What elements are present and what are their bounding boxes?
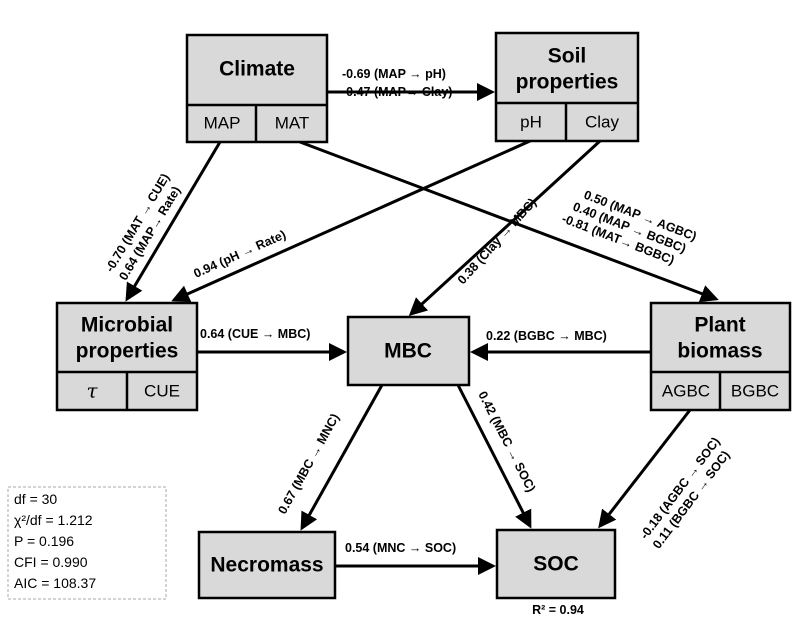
arrow-mbc-necromass bbox=[300, 384, 384, 531]
cell-cue: CUE bbox=[144, 381, 180, 400]
node-title: Climate bbox=[219, 58, 295, 81]
cell-tau: τ bbox=[86, 379, 98, 403]
node-title: Necromass bbox=[210, 554, 323, 577]
node-soil: Soil properties pH Clay bbox=[494, 31, 640, 143]
path-label: 0.64 (CUE → MBC) bbox=[200, 327, 310, 341]
node-soc: SOC R² = 0.94 bbox=[495, 528, 617, 617]
path-label: -0.69 (MAP → pH) bbox=[342, 67, 446, 81]
cell-clay: Clay bbox=[585, 112, 620, 131]
stat-chi2df: χ²/df = 1.212 bbox=[14, 512, 93, 528]
arrow-plant-soc bbox=[598, 409, 692, 529]
cell-ph: pH bbox=[520, 112, 542, 131]
cell-bgbc: BGBC bbox=[731, 381, 779, 400]
path-label: 0.67 (MBC → MNC) bbox=[275, 411, 342, 516]
stat-cfi: CFI = 0.990 bbox=[14, 554, 88, 570]
path-label: -0.47 (MAP→ Clay) bbox=[342, 85, 452, 99]
node-necromass: Necromass bbox=[197, 530, 337, 600]
arrow-map-microbial bbox=[125, 141, 222, 302]
path-label: 0.22 (BGBC → MBC) bbox=[486, 329, 607, 343]
r-squared: R² = 0.94 bbox=[532, 603, 584, 617]
arrows bbox=[125, 83, 719, 575]
node-title: Soil bbox=[548, 45, 587, 68]
node-title: biomass bbox=[677, 340, 762, 363]
node-climate: Climate MAP MAT bbox=[185, 33, 329, 144]
path-label: 0.54 (MNC → SOC) bbox=[345, 541, 456, 555]
node-title: Plant bbox=[694, 314, 745, 337]
node-mbc: MBC bbox=[346, 315, 471, 387]
cell-agbc: AGBC bbox=[662, 381, 710, 400]
arrow-clay-mbc bbox=[408, 139, 602, 317]
stat-df: df = 30 bbox=[14, 491, 57, 507]
node-title: SOC bbox=[533, 553, 579, 576]
arrow-ph-microbial bbox=[171, 139, 531, 303]
node-title: properties bbox=[76, 340, 179, 363]
node-title: MBC bbox=[384, 340, 432, 363]
node-title: Microbial bbox=[81, 314, 173, 337]
cell-map: MAP bbox=[204, 113, 241, 132]
arrow-mat-plant bbox=[299, 140, 719, 303]
node-microbial: Microbial properties τ CUE bbox=[55, 301, 199, 412]
node-plant: Plant biomass AGBC BGBC bbox=[649, 301, 792, 412]
arrow-mbc-soc bbox=[456, 384, 532, 529]
stat-p: P = 0.196 bbox=[14, 533, 74, 549]
cell-mat: MAT bbox=[275, 113, 310, 132]
stat-aic: AIC = 108.37 bbox=[14, 575, 96, 591]
node-title: properties bbox=[516, 71, 619, 94]
model-fit-stats: df = 30 χ²/df = 1.212 P = 0.196 CFI = 0.… bbox=[7, 486, 167, 600]
path-label: 0.38 (Clay → MBC) bbox=[455, 196, 539, 287]
